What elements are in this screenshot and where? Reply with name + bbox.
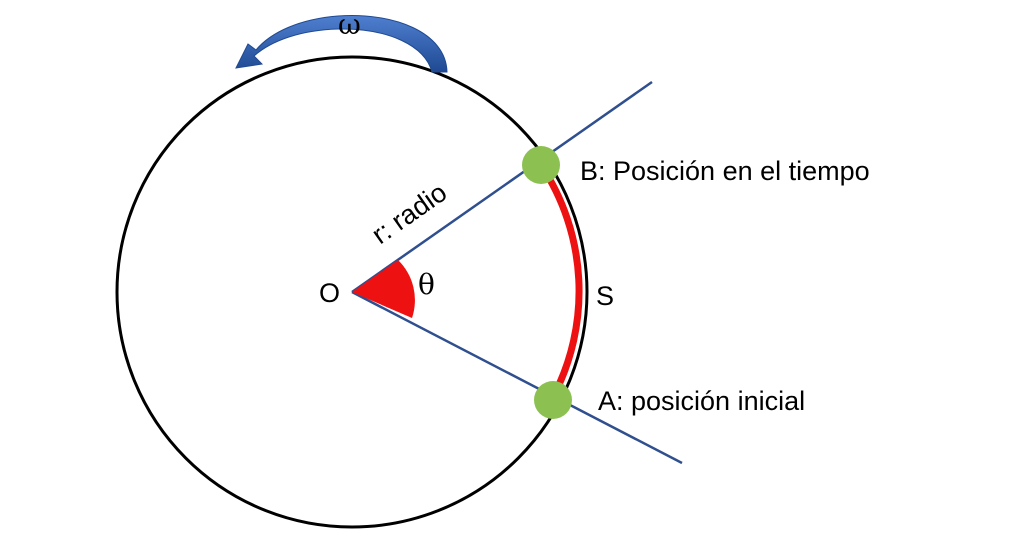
motion-circle: [115, 55, 589, 529]
omega-label: ω: [338, 8, 361, 41]
point-a: [534, 381, 572, 419]
curved-arrow-left-icon: [235, 15, 448, 73]
point-b-label: B: Posición en el tiempo: [580, 156, 870, 186]
radius-label: r: radio: [366, 177, 452, 250]
radius-line-a: [351, 290, 683, 465]
theta-label: θ: [418, 268, 435, 301]
radius-line-b: [351, 80, 653, 294]
point-b: [522, 146, 560, 184]
arc-s: [537, 161, 583, 401]
angle-sector: [352, 260, 415, 318]
point-a-label: A: posición inicial: [598, 386, 805, 416]
arc-label: S: [596, 281, 614, 311]
origin-label: O: [319, 278, 340, 308]
